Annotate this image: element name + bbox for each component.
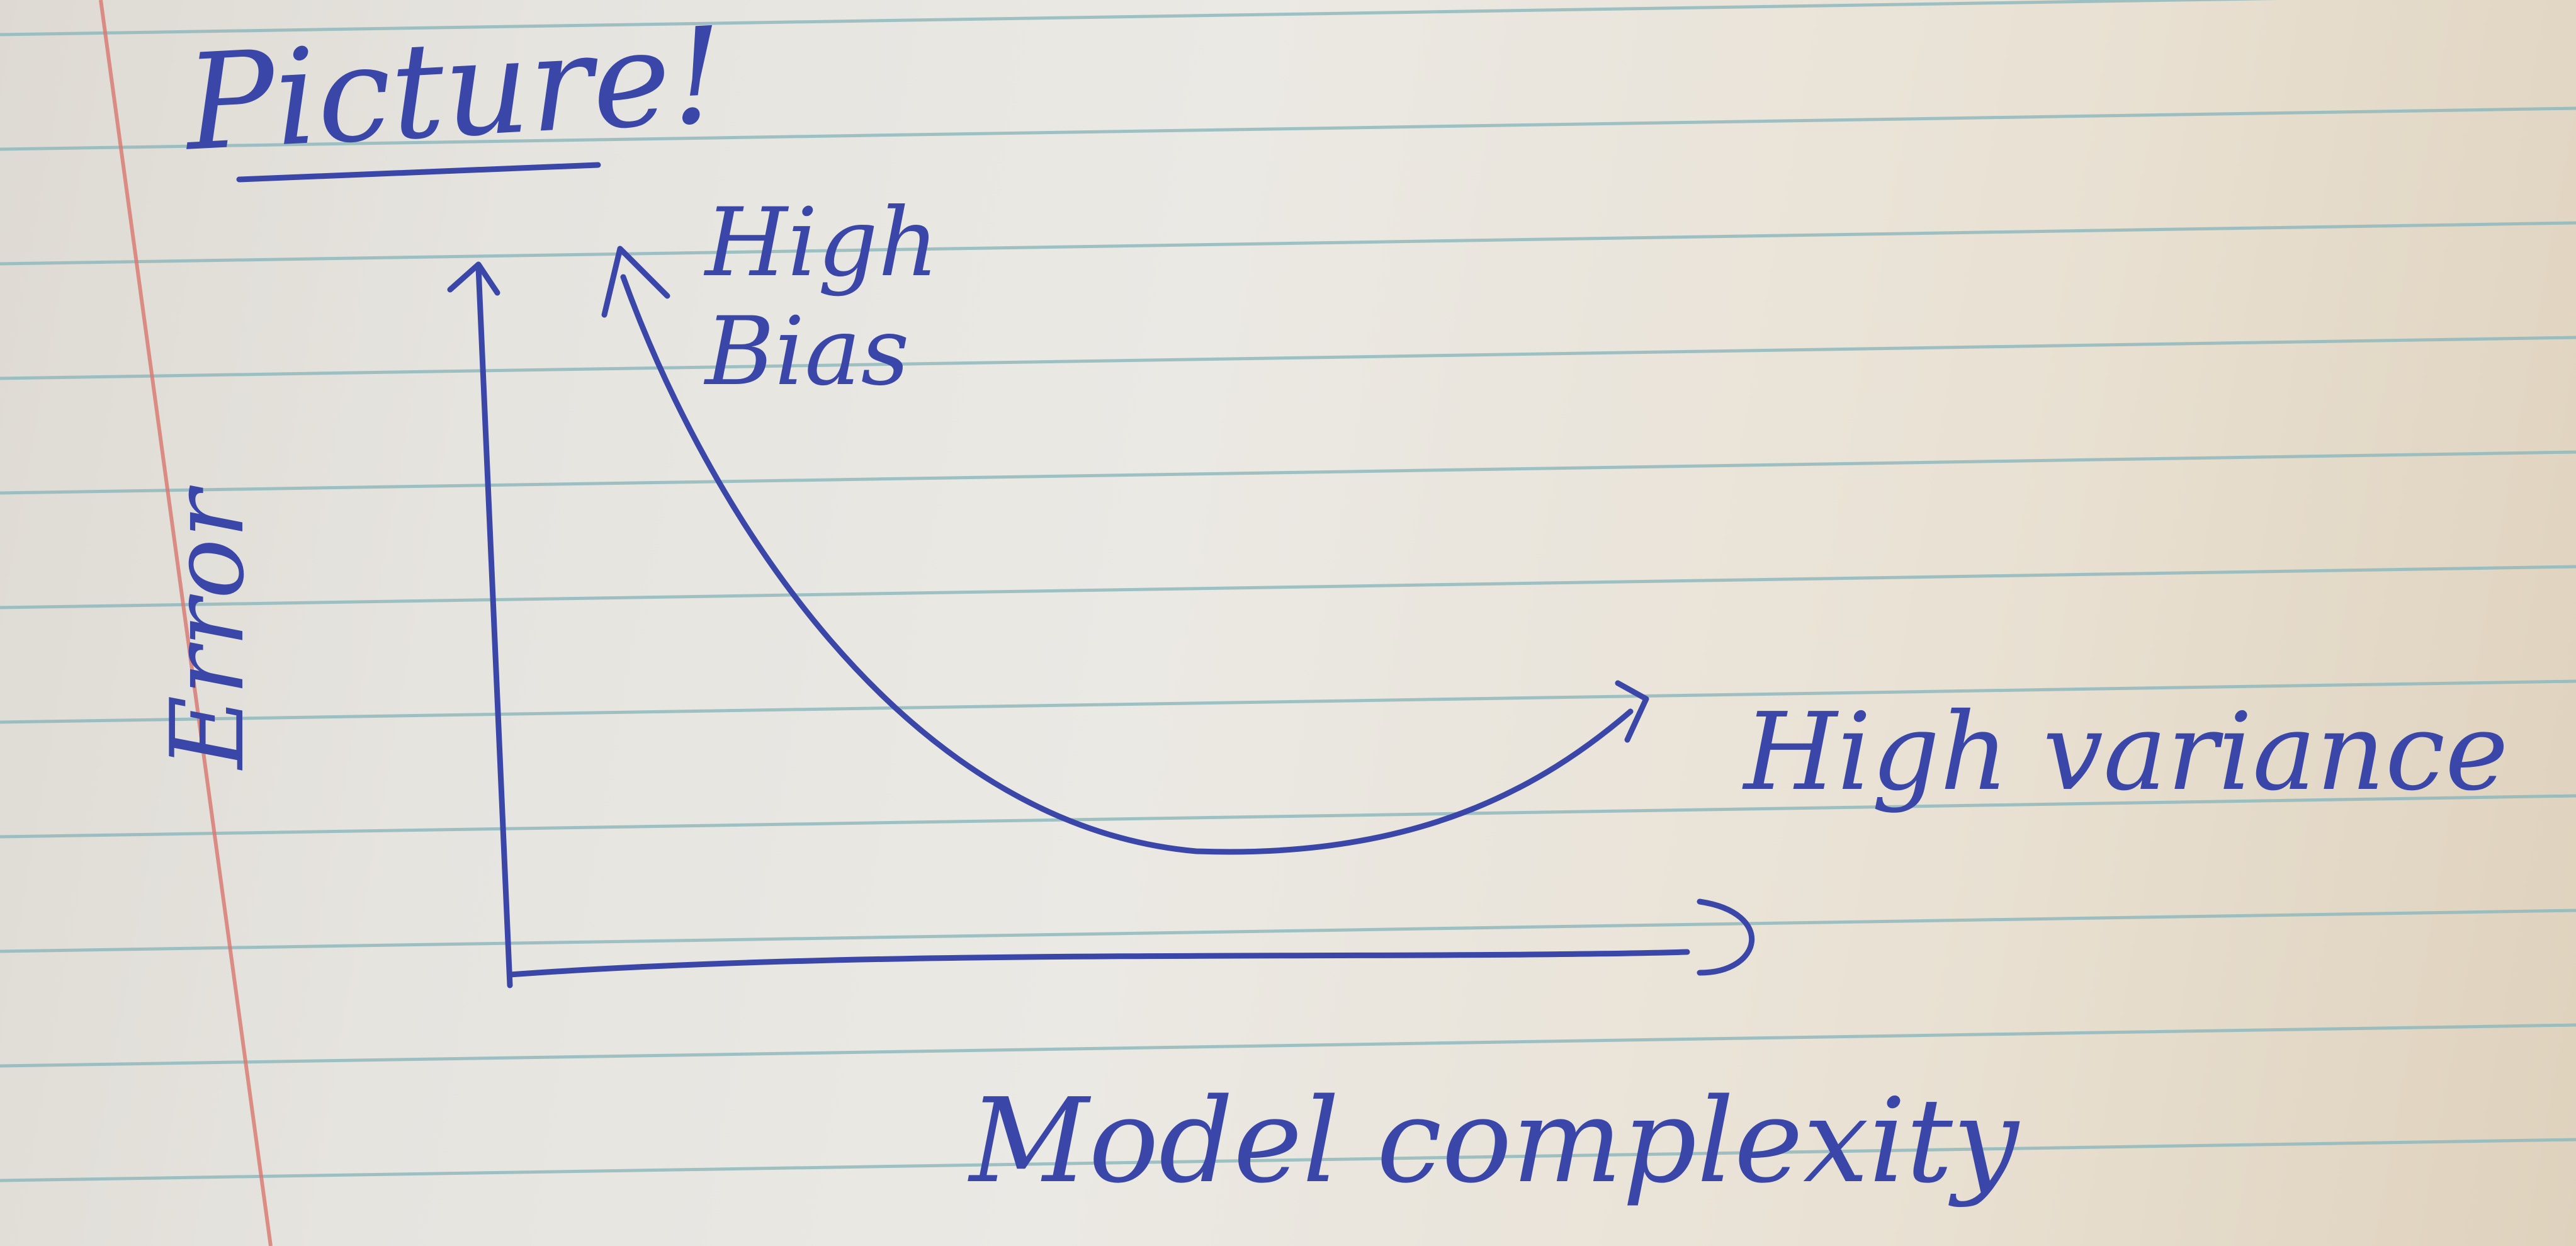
x-axis-label: Model complexity [969, 1073, 2019, 1209]
rule-line [0, 336, 2576, 380]
high-variance-annotation: High variance [1744, 690, 2509, 815]
x-axis [507, 949, 1690, 978]
y-axis-arrowhead [447, 261, 500, 296]
rule-line [0, 1023, 2576, 1068]
diagram-title: Picture! [182, 0, 728, 181]
rule-line [0, 221, 2576, 266]
margin-line [99, 0, 273, 1246]
rule-line [0, 679, 2576, 724]
rule-line [0, 106, 2576, 151]
x-axis-arrowhead [1697, 898, 1754, 976]
y-axis [475, 264, 513, 988]
rule-line [0, 565, 2576, 609]
high-bias-annotation: High Bias [705, 188, 939, 407]
title-underline [236, 162, 601, 183]
curve-left-arrowhead [601, 246, 670, 318]
y-axis-label: Error [149, 490, 266, 769]
rule-line [0, 1138, 2576, 1182]
error-curve [620, 274, 1634, 855]
rule-line [0, 794, 2576, 839]
rule-line [0, 0, 2279, 37]
rule-line [0, 909, 2576, 953]
rule-line [0, 450, 2576, 495]
curve-right-arrowhead [1615, 680, 1649, 743]
